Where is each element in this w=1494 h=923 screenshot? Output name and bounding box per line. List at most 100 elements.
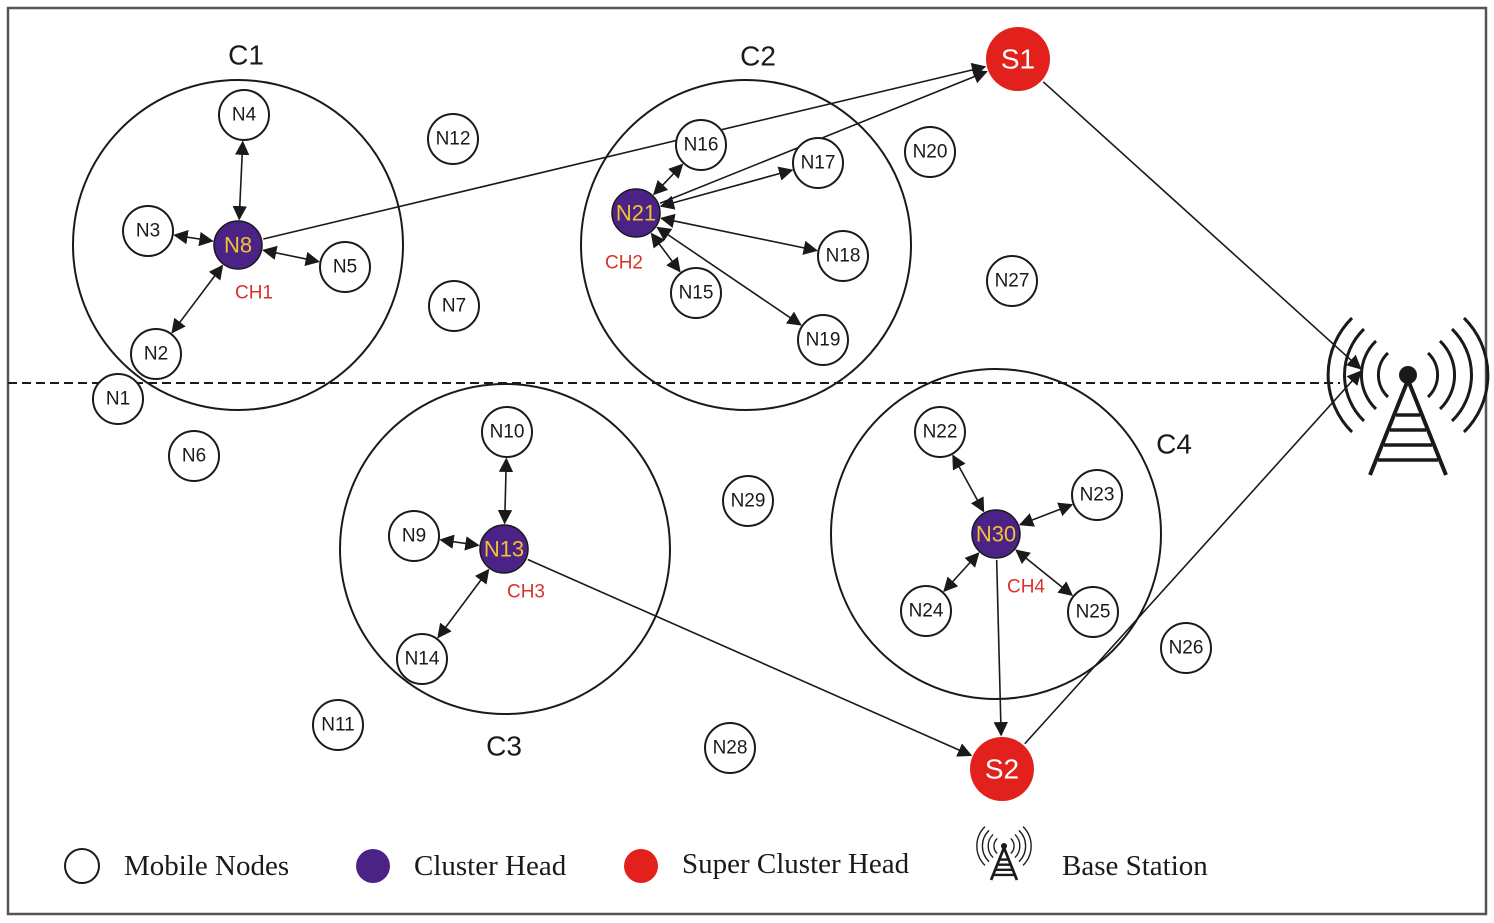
mobile-node-circle [92, 373, 144, 425]
mobile-node-label: N4 [232, 105, 257, 126]
mobile-node-label: N28 [713, 738, 748, 759]
link-n8-n3 [173, 230, 214, 247]
mobile-node-circle [904, 126, 956, 178]
mobile-node-circle [792, 137, 844, 189]
link-s1-bs [1042, 81, 1362, 370]
mobile-node-circle [427, 113, 479, 165]
mobile-node-circle [1067, 586, 1119, 638]
mobile-node-label: N2 [144, 344, 168, 365]
mobile-node-label: N5 [333, 257, 357, 278]
mobile-node-circle [130, 328, 182, 380]
mobile-node-label: N20 [913, 142, 948, 163]
cluster-c2-label: C2 [740, 41, 776, 72]
mobile-node-label: N9 [402, 526, 426, 547]
mobile-node-circle [900, 585, 952, 637]
mobile-node-label: N27 [995, 271, 1030, 292]
cluster-head-circle [611, 188, 661, 238]
mobile-node-n10: N10 [481, 406, 533, 458]
mobile-node-n23: N23 [1071, 469, 1123, 521]
mobile-node-label: N29 [731, 491, 766, 512]
mobile-node-n20: N20 [904, 126, 956, 178]
cluster-head-tag: CH2 [605, 253, 643, 274]
super-cluster-head-s1: S1 [986, 27, 1050, 91]
cluster-head-circle [479, 524, 529, 574]
mobile-node-n27: N27 [986, 255, 1038, 307]
mobile-node-n7: N7 [428, 280, 480, 332]
link-n21-n19 [656, 226, 802, 326]
diagram-frame [6, 6, 1488, 916]
mobile-node-circle [428, 280, 480, 332]
mobile-node-n16: N16 [675, 119, 727, 171]
mobile-node-label: N7 [442, 296, 466, 317]
cluster-head-circle [971, 509, 1021, 559]
mobile-node-label: N23 [1080, 485, 1115, 506]
link-n8-n5 [262, 245, 320, 267]
legend-super-cluster-head-label: Super Cluster Head [682, 848, 910, 880]
mobile-node-label: N24 [909, 601, 944, 622]
legend-mobile-nodes: Mobile Nodes [64, 848, 289, 884]
mobile-node-circle [396, 633, 448, 685]
cluster-c1-boundary [72, 79, 404, 411]
cluster-c3-label: C3 [486, 731, 522, 762]
mobile-node-n3: N3 [122, 205, 174, 257]
cluster-head-label: N8 [224, 233, 252, 258]
mobile-node-n14: N14 [396, 633, 448, 685]
mobile-node-label: N10 [490, 422, 525, 443]
mobile-node-n26: N26 [1160, 622, 1212, 674]
mobile-node-label: N12 [436, 129, 471, 150]
mobile-node-circle [986, 255, 1038, 307]
mobile-node-n11: N11 [312, 699, 364, 751]
link-n30-n24 [943, 552, 980, 593]
mobile-node-label: N19 [806, 330, 841, 351]
mobile-node-n19: N19 [797, 314, 849, 366]
link-n13-s2 [527, 558, 973, 757]
link-n8-n4 [232, 140, 250, 221]
mobile-node-circle [817, 230, 869, 282]
cluster-c1-label: C1 [228, 40, 264, 71]
mobile-node-n15: N15 [670, 267, 722, 319]
super-cluster-head-circle [986, 27, 1050, 91]
mobile-node-n9: N9 [388, 510, 440, 562]
cluster-head-label: N21 [616, 201, 656, 226]
link-n30-s2 [993, 559, 1008, 737]
link-n13-n9 [439, 534, 480, 551]
super-cluster-head-label: S1 [1001, 44, 1035, 75]
legend: Mobile Nodes Cluster Head Super Cluster … [64, 826, 1208, 884]
mobile-node-n1: N1 [92, 373, 144, 425]
link-n21-n17 [659, 166, 794, 210]
mobile-node-n17: N17 [792, 137, 844, 189]
mobile-node-n4: N4 [218, 89, 270, 141]
link-n30-n25 [1015, 549, 1074, 596]
cluster-head-tag: CH1 [235, 283, 273, 304]
mobile-node-label: N6 [182, 446, 206, 467]
antenna-tower-icon [1326, 316, 1490, 476]
cluster-c3-boundary [339, 383, 671, 715]
link-n8-n2 [171, 264, 224, 334]
legend-base-station-label: Base Station [1062, 850, 1208, 882]
mobile-node-label: N18 [826, 246, 861, 267]
mobile-node-circle [675, 119, 727, 171]
base-station-icon [976, 826, 1032, 881]
mobile-node-label: N22 [923, 422, 958, 443]
link-n8-s1 [263, 62, 987, 240]
link-n13-n10 [497, 457, 514, 525]
mobile-node-label: N16 [684, 135, 719, 156]
mobile-node-circle [1071, 469, 1123, 521]
mobile-node-circle [319, 241, 371, 293]
cluster-head-swatch [356, 849, 390, 883]
mobile-node-circle [168, 430, 220, 482]
mobile-node-circle [218, 89, 270, 141]
mobile-node-label: N26 [1169, 638, 1204, 659]
mobile-node-n18: N18 [817, 230, 869, 282]
cluster-head-label: N30 [976, 522, 1016, 547]
super-cluster-head-s2: S2 [970, 737, 1034, 801]
mobile-node-label: N14 [405, 649, 440, 670]
cluster-head-circle [213, 220, 263, 270]
super-cluster-head-label: S2 [985, 754, 1019, 785]
